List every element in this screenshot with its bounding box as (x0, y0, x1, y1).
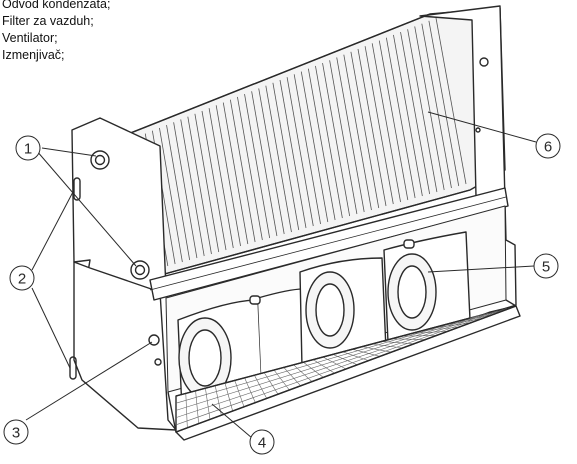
legend-item-fan: Ventilator; (2, 31, 58, 45)
pipe-fitting-upper (90, 150, 110, 170)
svg-text:3: 3 (12, 425, 20, 442)
callout-3: 3 (3, 419, 29, 445)
air-filter-mesh (175, 305, 521, 441)
legend-item-air-filter: Filter za vazduh; (2, 14, 94, 28)
svg-text:5: 5 (542, 259, 550, 276)
legend: Odvod kondenzata; Filter za vazduh; Vent… (2, 0, 110, 64)
svg-text:1: 1 (24, 141, 32, 158)
svg-text:6: 6 (544, 139, 552, 156)
svg-text:4: 4 (258, 435, 266, 452)
fan-blower-right (249, 231, 471, 343)
callout-5: 5 (533, 253, 559, 279)
middle-rail (149, 187, 509, 301)
callout-6: 6 (535, 133, 561, 159)
callout-2: 2 (9, 265, 35, 291)
legend-item-condensate-drain: Odvod kondenzata; (2, 0, 111, 11)
callout-1: 1 (15, 135, 41, 161)
svg-text:2: 2 (18, 271, 26, 288)
callout-4: 4 (249, 429, 275, 455)
legend-item-heat-exchanger: Izmenjivač; (2, 48, 65, 62)
fan-blower-middle (299, 257, 387, 369)
